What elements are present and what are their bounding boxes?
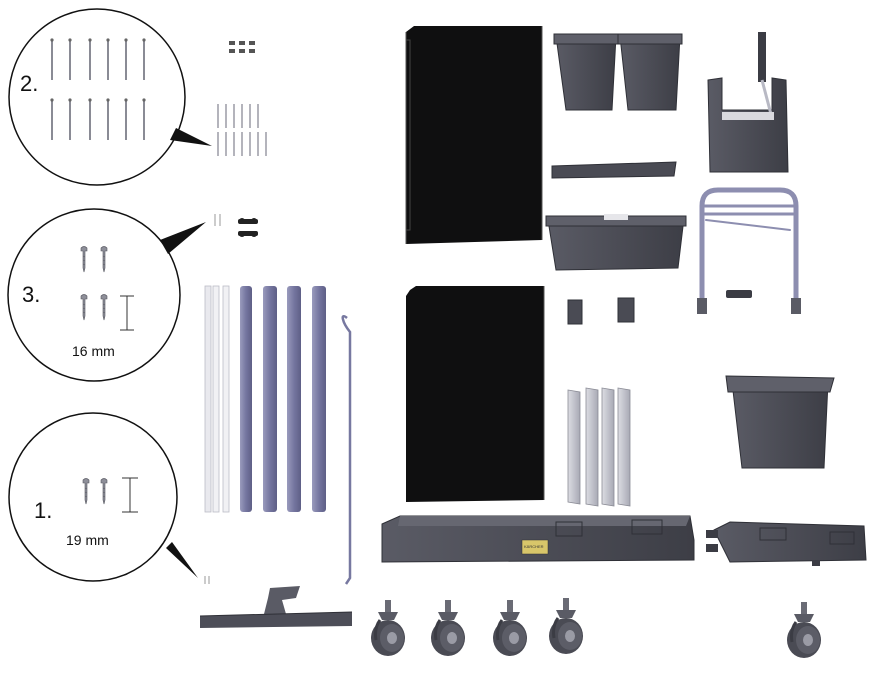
- callout-number: 2.: [20, 71, 38, 96]
- callout-pointer: [170, 128, 212, 146]
- caster-wheel: [429, 598, 467, 658]
- frame-foot: [697, 298, 707, 314]
- callout-3-screws: 3. 16 mm: [7, 208, 206, 382]
- dimension-label: 16 mm: [72, 343, 115, 359]
- frame-clip: [726, 290, 752, 298]
- callout-circle: [7, 208, 181, 382]
- caster-wheel: [369, 598, 407, 658]
- brand-text: KÄRCHER: [524, 544, 544, 549]
- bucket-tray: [545, 214, 687, 271]
- bracket-left: [567, 299, 583, 325]
- pin-set-small: [217, 104, 267, 156]
- wringer: [707, 32, 789, 173]
- dimension-label: 19 mm: [66, 532, 109, 548]
- callout-circle: [8, 8, 186, 186]
- callout-2-pins: 2.: [8, 8, 212, 186]
- frame-foot: [791, 298, 801, 314]
- callout-number: 1.: [34, 498, 52, 523]
- caster-wheel: [491, 598, 529, 658]
- brand-label: [521, 539, 549, 555]
- chassis-rear: [706, 521, 867, 566]
- dimension-marker: [122, 477, 138, 513]
- dimension-marker: [120, 295, 134, 331]
- bracket-right: [617, 297, 635, 323]
- hook-rod: [341, 315, 352, 585]
- bucket-small-right: [617, 33, 683, 111]
- rod-set-purple: [240, 286, 326, 512]
- waste-bin: [725, 375, 835, 469]
- callout-number: 3.: [22, 282, 40, 307]
- side-panel-top: [405, 26, 543, 244]
- clip-set-small: [229, 41, 255, 53]
- callout-pointer: [166, 542, 198, 578]
- mop-base: [199, 586, 353, 628]
- caster-wheel: [547, 596, 585, 656]
- chassis-main: KÄRCHER: [381, 515, 695, 563]
- bucket-rail: [551, 161, 677, 179]
- caster-wheel: [785, 600, 823, 660]
- side-panel-bottom: [406, 286, 545, 502]
- handle-frame: [699, 187, 799, 303]
- divider-panels: [567, 387, 631, 507]
- callout-1-screws: 1. 19 mm: [8, 412, 198, 582]
- callout-pointer: [160, 222, 206, 254]
- screw-set-small: [214, 214, 258, 237]
- rod-set-light: [204, 285, 230, 513]
- callout-circle: [8, 412, 178, 582]
- bucket-small-left: [553, 33, 619, 111]
